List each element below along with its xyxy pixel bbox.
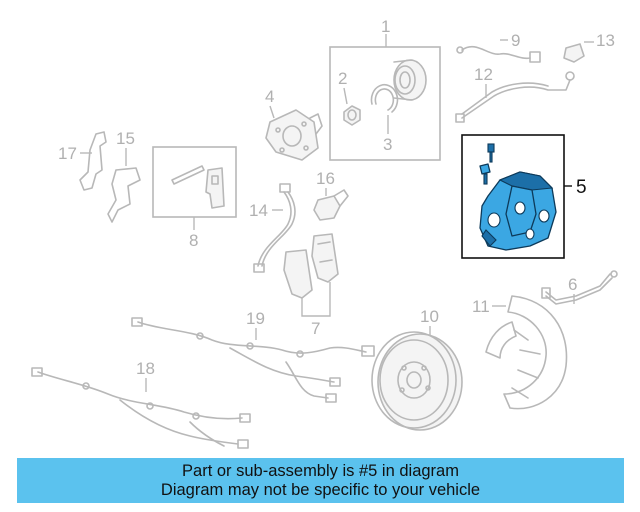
notice-line-1: Part or sub-assembly is #5 in diagram — [182, 461, 459, 480]
part-10-brake-rotor[interactable]: 10 — [371, 307, 463, 431]
callout-12: 12 — [474, 65, 493, 84]
part-11-splash-shield[interactable]: 11 — [472, 295, 568, 410]
callout-18: 18 — [136, 359, 155, 378]
part-12-brake-line[interactable]: 12 — [455, 65, 575, 123]
part-19-harness[interactable]: 19 — [131, 309, 375, 403]
part-13-connector[interactable]: 13 — [563, 31, 615, 63]
part-16-sensor[interactable]: 16 — [313, 169, 349, 221]
callout-11: 11 — [472, 297, 490, 316]
part-9-wear-sensor[interactable]: 9 — [456, 31, 541, 63]
part-15-clip[interactable]: 15 — [107, 129, 141, 223]
callout-8: 8 — [189, 231, 198, 250]
callout-7: 7 — [311, 319, 320, 338]
part-7-brake-pads[interactable]: 7 — [283, 233, 339, 338]
part-5-brake-caliper[interactable]: 5 — [461, 134, 587, 259]
notice-line-2: Diagram may not be specific to your vehi… — [160, 480, 481, 499]
callout-5: 5 — [576, 177, 587, 198]
callout-3: 3 — [383, 135, 392, 154]
part-8-hardware-kit[interactable]: 8 — [152, 146, 237, 250]
callout-13: 13 — [596, 31, 615, 50]
callout-19: 19 — [246, 309, 265, 328]
part-14-brake-hose[interactable]: 14 — [249, 183, 296, 273]
callout-6: 6 — [568, 275, 577, 294]
notice-banner: Part or sub-assembly is #5 in diagram Di… — [17, 458, 624, 503]
callout-16: 16 — [316, 169, 335, 188]
callout-9: 9 — [511, 31, 520, 50]
callout-17: 17 — [58, 144, 77, 163]
callout-4: 4 — [265, 87, 274, 106]
part-18-harness[interactable]: 18 — [31, 359, 251, 449]
callout-15: 15 — [116, 129, 135, 148]
callout-2: 2 — [338, 69, 347, 88]
part-17-clip[interactable]: 17 — [58, 131, 107, 191]
callout-14: 14 — [249, 201, 268, 220]
part-6-brake-line[interactable]: 6 — [541, 270, 618, 305]
callout-1: 1 — [381, 17, 390, 36]
part-1-bearing-group[interactable]: 1 3 2 — [329, 17, 441, 161]
part-4-hub[interactable]: 4 — [265, 87, 323, 161]
callout-10: 10 — [420, 307, 439, 326]
